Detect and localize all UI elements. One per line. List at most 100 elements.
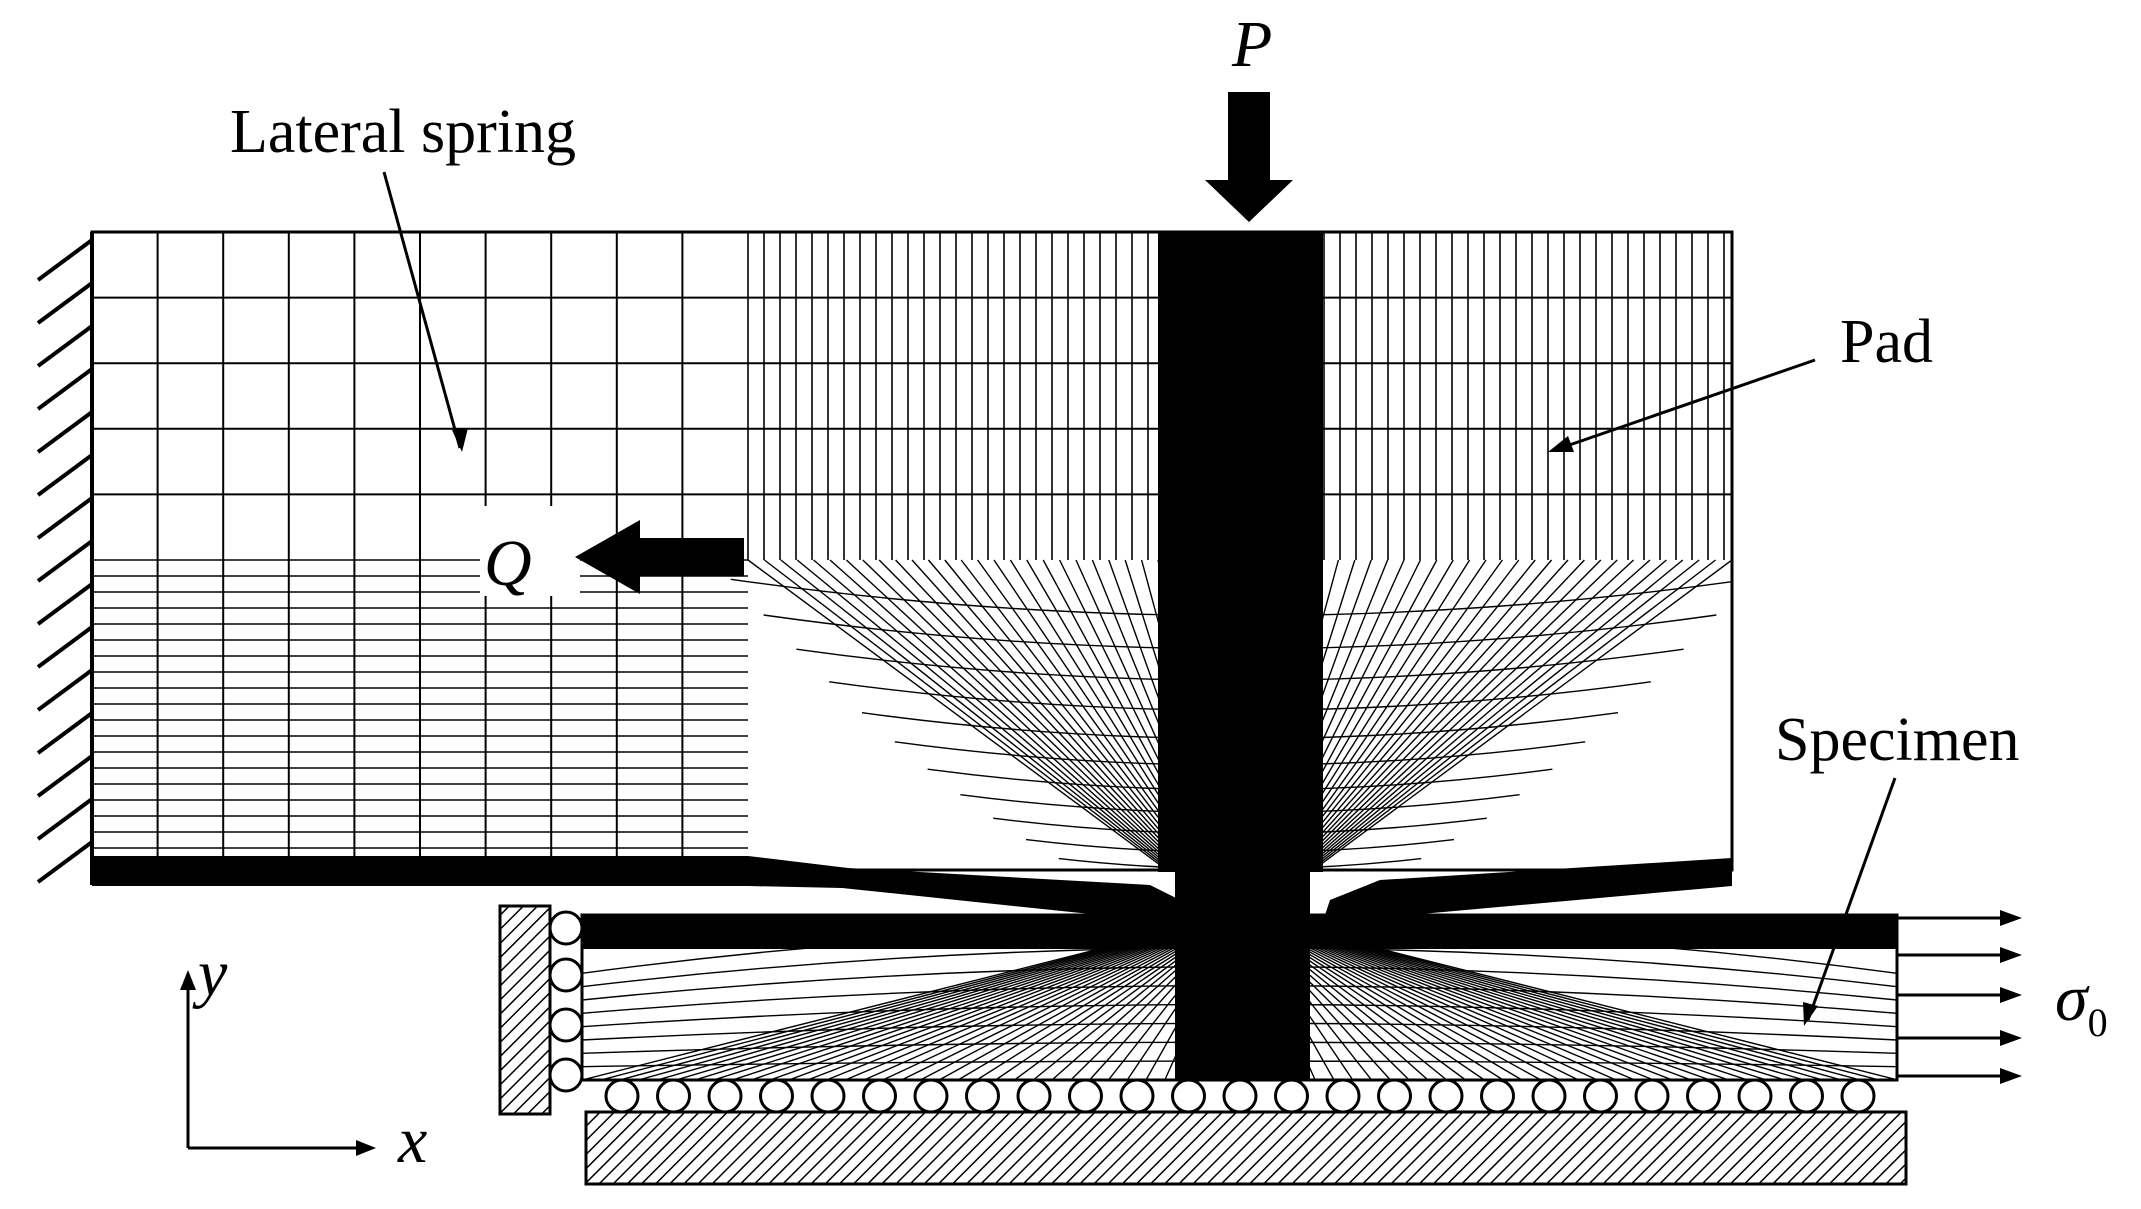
pad-label: Pad: [1840, 308, 1933, 376]
mesh-line: [813, 559, 1178, 870]
mesh-line: [796, 559, 1176, 870]
axis-y-label: y: [192, 937, 228, 1010]
mesh-line: [845, 559, 1183, 870]
bottom-roller: [1119, 1078, 1155, 1114]
specimen-arrowhead: [1803, 1002, 1818, 1026]
mesh-line: [1284, 929, 1692, 1080]
pad-arrowhead: [1548, 436, 1574, 452]
mesh-line: [732, 929, 1190, 1080]
mesh-line: [1299, 559, 1651, 870]
fixed-wall: [36, 232, 94, 885]
pad-mesh: [92, 232, 1732, 870]
mesh-line: [1273, 929, 1579, 1080]
pad-leader: [1554, 358, 1816, 452]
mesh-line: [36, 324, 94, 368]
mesh-line: [1294, 929, 1786, 1080]
bottom-roller: [1325, 1078, 1361, 1114]
bottom-roller: [707, 1078, 743, 1114]
mesh-line: [1286, 929, 1711, 1080]
specimen-label: Specimen: [1775, 706, 2020, 774]
mesh-line: [36, 754, 94, 798]
bottom-roller: [604, 1078, 640, 1114]
load-p-label: P: [1231, 8, 1272, 81]
mesh-line: [36, 496, 94, 540]
stress-arrowhead: [2000, 910, 2022, 926]
mesh-line: [36, 281, 94, 325]
wall-hatch-lines: [36, 238, 94, 884]
bottom-roller: [1428, 1078, 1464, 1114]
bottom-roller: [1634, 1078, 1670, 1114]
mesh-line: [581, 929, 1175, 1080]
mesh-line: [1297, 559, 1635, 870]
mesh-line: [1288, 929, 1730, 1080]
axis-x-label: x: [397, 1104, 427, 1177]
load-p-arrow: [1205, 92, 1293, 222]
mesh-line: [1303, 929, 1880, 1080]
stress-arrowhead: [2000, 947, 2022, 963]
mesh-line: [878, 559, 1188, 870]
pad-coarse-mesh: [92, 232, 748, 856]
stress-arrowhead: [2000, 987, 2022, 1003]
mesh-line: [1299, 929, 1842, 1080]
mesh-line: [788, 929, 1196, 1080]
left-roller-supports: [548, 910, 584, 1093]
mesh-line: [1309, 559, 1717, 870]
mesh-line: [713, 929, 1188, 1080]
mesh-line: [862, 559, 1185, 870]
lateral-spring-leader: [382, 171, 462, 449]
mesh-line: [901, 929, 1207, 1080]
pad-center-band: [1158, 232, 1323, 872]
mesh-line: [938, 929, 1211, 1080]
mesh-line: [1295, 559, 1618, 870]
mesh-line: [1298, 929, 1823, 1080]
left-roller: [548, 1057, 584, 1093]
left-roller: [548, 957, 584, 993]
stress-sigma-symbol: σ: [2055, 962, 2090, 1035]
pad-contact-band: [92, 856, 1732, 930]
bottom-support-base: [584, 1110, 1908, 1186]
mesh-line: [1281, 929, 1654, 1080]
mesh-line: [1271, 929, 1560, 1080]
mesh-line: [1277, 929, 1617, 1080]
mesh-line: [36, 668, 94, 712]
mesh-line: [36, 453, 94, 497]
mesh-line: [1311, 559, 1732, 870]
mesh-line: [36, 711, 94, 755]
mesh-line: [863, 929, 1203, 1080]
mesh-line: [1304, 559, 1684, 870]
bottom-roller: [1068, 1078, 1103, 1114]
bottom-roller: [1686, 1078, 1721, 1114]
mesh-line: [1296, 929, 1805, 1080]
bottom-roller: [1583, 1078, 1618, 1114]
mesh-line: [600, 929, 1177, 1080]
mesh-line: [1275, 929, 1598, 1080]
bottom-roller: [1222, 1078, 1258, 1114]
mesh-line: [1305, 929, 1899, 1080]
mesh-line: [694, 929, 1186, 1080]
load-q-label: Q: [484, 527, 532, 600]
mesh-line: [1302, 559, 1667, 870]
left-roller: [548, 910, 584, 946]
mesh-line: [1279, 929, 1636, 1080]
coordinate-axes: [180, 970, 376, 1156]
mesh-line: [1292, 929, 1767, 1080]
mesh-line: [1292, 559, 1602, 870]
bottom-roller: [862, 1078, 897, 1114]
tension-stress-arrows: [1897, 910, 2022, 1084]
mesh-line: [657, 929, 1182, 1080]
bottom-roller: [759, 1078, 794, 1114]
stress-arrowhead: [2000, 1030, 2022, 1046]
mesh-line: [769, 929, 1194, 1080]
lateral-spring-arrowhead: [452, 428, 468, 452]
mesh-line: [1301, 929, 1861, 1080]
lateral-spring-label: Lateral spring: [230, 98, 576, 166]
pad-outline: [90, 230, 1734, 872]
left-roller: [548, 1007, 584, 1043]
mesh-line: [36, 582, 94, 626]
specimen-leader: [1806, 777, 1897, 1021]
bottom-roller: [656, 1078, 691, 1114]
mesh-line: [844, 929, 1201, 1080]
specimen-center-band: [1175, 872, 1310, 1080]
